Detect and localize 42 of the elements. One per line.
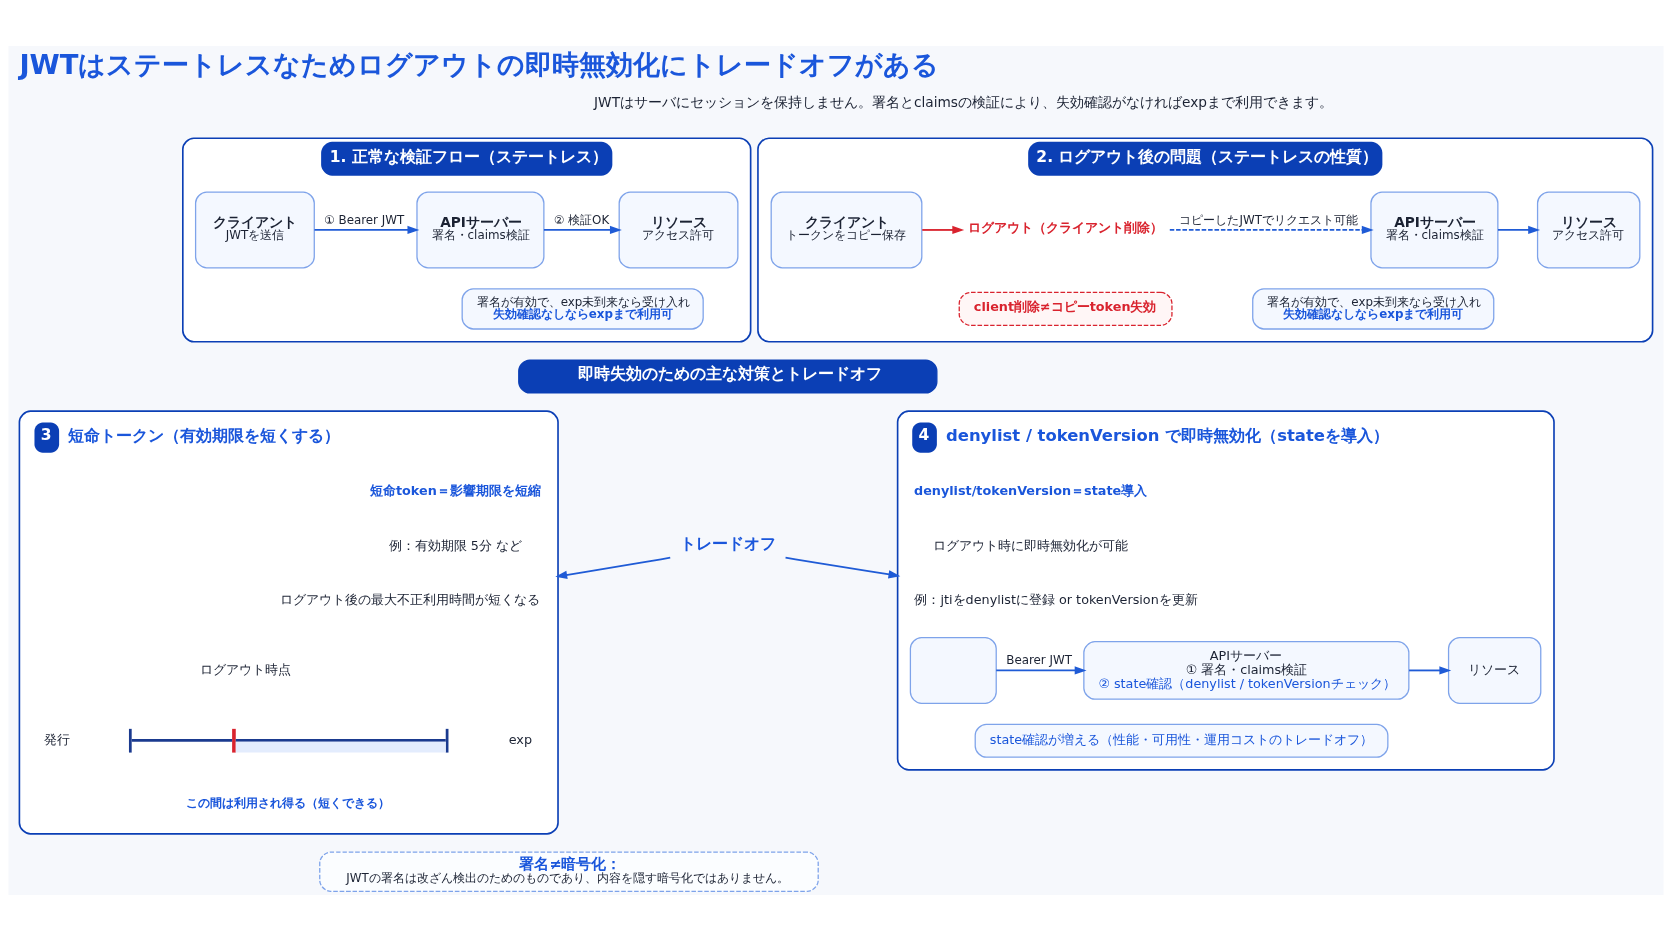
node-box: クライアント JWTを送信 bbox=[194, 191, 315, 269]
node-text: ログアウト（クライアント削除） bbox=[967, 220, 1163, 236]
label: 発行 bbox=[43, 732, 70, 748]
node-box: 署名が有効で、exp未到来なら受け入れ 失効確認なしならexpまで利用可 bbox=[1252, 288, 1495, 330]
label: この間は利用され得る（短くできる） bbox=[186, 795, 391, 810]
node-box: 署名が有効で、exp未到来なら受け入れ 失効確認なしならexpまで利用可 bbox=[461, 288, 704, 330]
label: 例：有効期限 5分 など bbox=[388, 537, 522, 553]
arrow bbox=[555, 556, 672, 579]
arrow bbox=[313, 225, 420, 235]
arrow bbox=[921, 225, 965, 235]
arrow bbox=[1168, 225, 1374, 235]
node-box: APIサーバー 署名・claims検証 bbox=[416, 191, 545, 269]
node-box: リソース アクセス許可 bbox=[1536, 191, 1641, 269]
label: ログアウト時点 bbox=[200, 661, 292, 677]
label: denylist/tokenVersion＝state導入 bbox=[914, 482, 1148, 498]
edge-label: Bearer JWT bbox=[1006, 653, 1072, 668]
label: ログアウト後の最大不正利用時間が短くなる bbox=[280, 591, 541, 607]
node-box: 即時失効のための主な対策とトレードオフ bbox=[518, 359, 938, 394]
node-box: APIサーバー 署名・claims検証 bbox=[1370, 191, 1499, 269]
node-box: クライアント トークンをコピー保存 bbox=[770, 191, 923, 269]
node-box: 署名≠暗号化： JWTの署名は改ざん検出のためのものであり、内容を隠す暗号化ではありません。 bbox=[319, 851, 819, 892]
arrow bbox=[543, 225, 622, 235]
node-box bbox=[909, 636, 997, 704]
arrow bbox=[995, 666, 1087, 675]
edge-label: ① Bearer JWT bbox=[324, 212, 405, 227]
label: exp bbox=[508, 732, 533, 748]
label: 例：jtiをdenylistに登録 or tokenVersionを更新 bbox=[914, 591, 1198, 607]
label: ログアウト時に即時無効化が可能 bbox=[933, 537, 1129, 553]
label: JWTはサーバにセッションを保持しません。署名とclaimsの検証により、失効確認がなければexpまで利用できます。 bbox=[594, 93, 1333, 110]
node-box: リソース アクセス許可 bbox=[618, 191, 739, 269]
node-box: APIサーバー ① 署名・claims検証 ② state確認（denylist / tokenVersionチェック） bbox=[1083, 641, 1410, 700]
node-box: state確認が増える（性能・可用性・運用コストのトレードオフ） bbox=[974, 723, 1389, 758]
edge-label: コピーしたJWTでリクエスト可能 bbox=[1179, 212, 1358, 227]
arrow bbox=[1408, 666, 1452, 675]
arrow bbox=[784, 556, 901, 579]
arrow bbox=[1497, 225, 1541, 235]
label: 短命token＝影響期限を短縮 bbox=[369, 482, 541, 498]
diagram-title: JWTはステートレスなためログアウトの即時無効化にトレードオフがある bbox=[19, 49, 940, 81]
node-box: client削除≠コピーtoken失効 bbox=[958, 291, 1173, 326]
node-box: リソース bbox=[1447, 636, 1542, 704]
edge-label: ② 検証OK bbox=[553, 212, 610, 227]
node-text: トレードオフ bbox=[680, 535, 777, 554]
